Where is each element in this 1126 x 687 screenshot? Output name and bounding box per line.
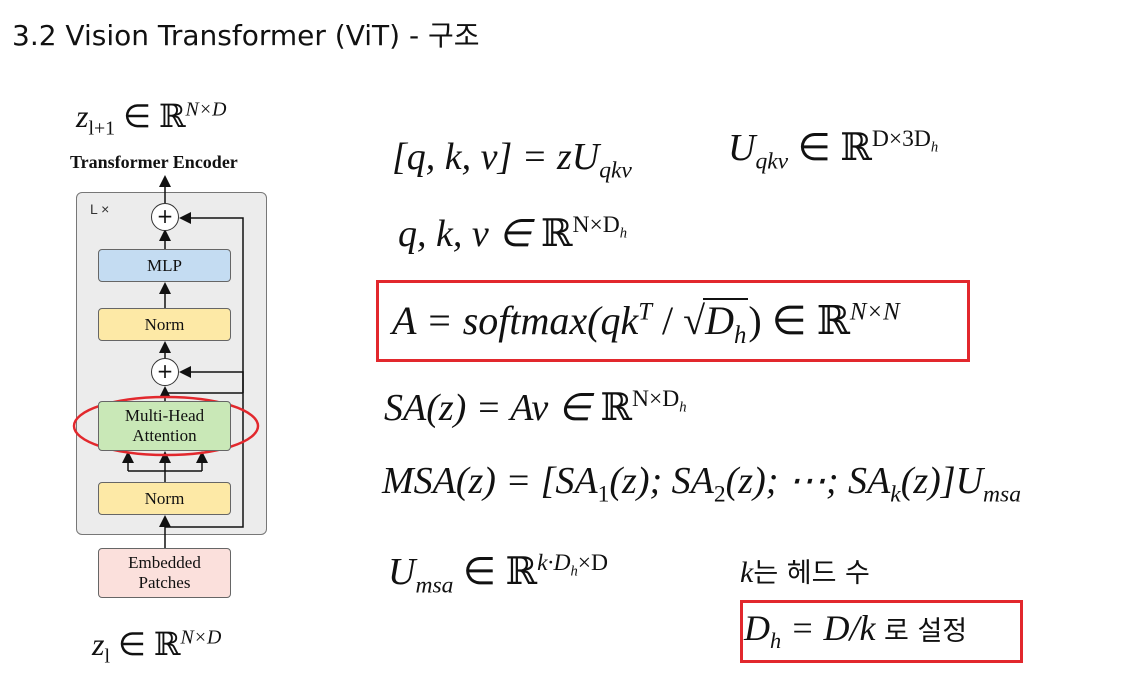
slide-title: 3.2 Vision Transformer (ViT) - 구조 <box>12 19 480 52</box>
eq-attention: A = softmax(qkT / √Dh) ∈ ℝN×N <box>392 298 900 349</box>
mha-highlight <box>72 395 260 457</box>
mlp-block: MLP <box>98 249 231 282</box>
repeat-label: L × <box>90 201 110 217</box>
eq-multi-head-self-attention: MSA(z) = [SA1(z); SA2(z); ⋯; SAk(z)]Umsa <box>382 460 1021 508</box>
highlight-box-attention <box>376 280 970 362</box>
norm-block-bottom: Norm <box>98 482 231 515</box>
residual-add-top: + <box>151 203 179 231</box>
input-label: zl ∈ ℝN×D <box>92 625 222 668</box>
eq-umsa: Umsa ∈ ℝk·Dh×D <box>388 549 609 599</box>
output-label: zl+1 ∈ ℝN×D <box>76 97 227 140</box>
eq-qkv: [q, k, v] = zUqkv <box>392 136 632 184</box>
note-head-count: k는 헤드 수 <box>740 556 870 589</box>
eq-uqkv: Uqkv ∈ ℝD×3Dh <box>728 125 939 175</box>
norm-block-top: Norm <box>98 308 231 341</box>
eq-qkv-dim: q, k, v ∈ ℝN×Dh <box>398 211 628 255</box>
encoder-title: Transformer Encoder <box>70 152 238 172</box>
eq-self-attention: SA(z) = Av ∈ ℝN×Dh <box>384 385 687 429</box>
residual-add-bottom: + <box>151 358 179 386</box>
eq-dh: Dh = D/k 로 설정 <box>744 608 968 654</box>
highlight-box-dh <box>740 600 1023 663</box>
